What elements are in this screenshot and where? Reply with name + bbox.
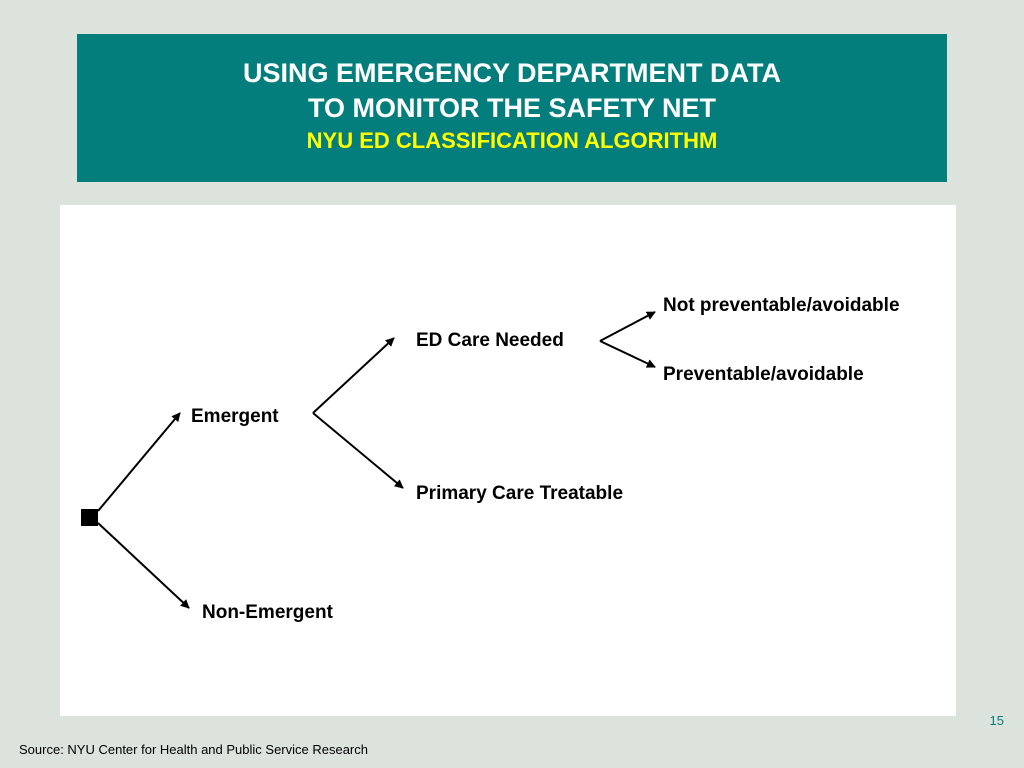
source-note: Source: NYU Center for Health and Public…: [19, 742, 368, 757]
edge-root-emergent: [97, 412, 181, 512]
node-emergent: Emergent: [191, 406, 279, 427]
node-non-emergent: Non-Emergent: [202, 602, 333, 623]
edge-emergent-ed-care: [312, 337, 395, 414]
edge-root-non-emergent: [97, 522, 190, 609]
decision-tree-diagram: [81, 311, 656, 609]
edge-ed-care-preventable: [599, 340, 656, 368]
node-preventable: Preventable/avoidable: [663, 364, 864, 385]
node-primary-care-treatable: Primary Care Treatable: [416, 483, 624, 504]
edge-emergent-primary-care: [312, 412, 404, 489]
title-line-2: TO MONITOR THE SAFETY NET: [307, 93, 717, 123]
subtitle: NYU ED CLASSIFICATION ALGORITHM: [306, 128, 718, 153]
node-not-preventable: Not preventable/avoidable: [663, 295, 900, 316]
title-banner: USING EMERGENCY DEPARTMENT DATA TO MONIT…: [77, 34, 947, 182]
diagram-panel: Emergent Non-Emergent ED Care Needed Pri…: [60, 205, 956, 716]
root-node: [81, 509, 98, 526]
title-line-1: USING EMERGENCY DEPARTMENT DATA: [242, 58, 782, 88]
page-number: 15: [989, 713, 1004, 728]
edge-ed-care-not-preventable: [599, 311, 656, 342]
node-ed-care-needed: ED Care Needed: [416, 330, 564, 351]
